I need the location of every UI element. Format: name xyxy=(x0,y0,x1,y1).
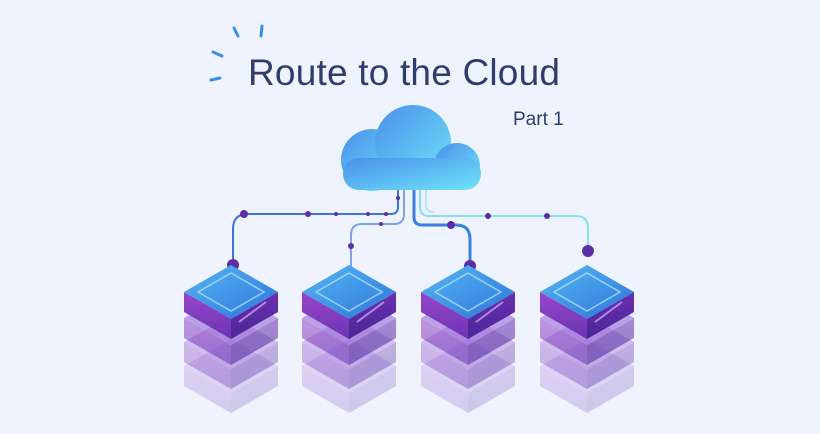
server-layer xyxy=(540,339,634,413)
server-layer xyxy=(302,339,396,413)
server-stack-icon xyxy=(540,265,634,413)
server-stack-icon xyxy=(302,265,396,413)
network-nodes xyxy=(227,196,594,272)
server-layer xyxy=(421,265,515,339)
sparkle-icon xyxy=(209,24,264,82)
server-stacks xyxy=(184,265,634,413)
server-stack-icon xyxy=(421,265,515,413)
server-layer xyxy=(540,265,634,339)
server-layer xyxy=(184,265,278,339)
server-layer xyxy=(184,339,278,413)
server-stack-icon xyxy=(184,265,278,413)
network-wires xyxy=(232,190,589,268)
page-title: Route to the Cloud xyxy=(248,52,561,93)
cloud-icon xyxy=(341,105,481,191)
page-subtitle: Part 1 xyxy=(513,109,564,130)
server-layer xyxy=(302,265,396,339)
server-layer xyxy=(421,339,515,413)
